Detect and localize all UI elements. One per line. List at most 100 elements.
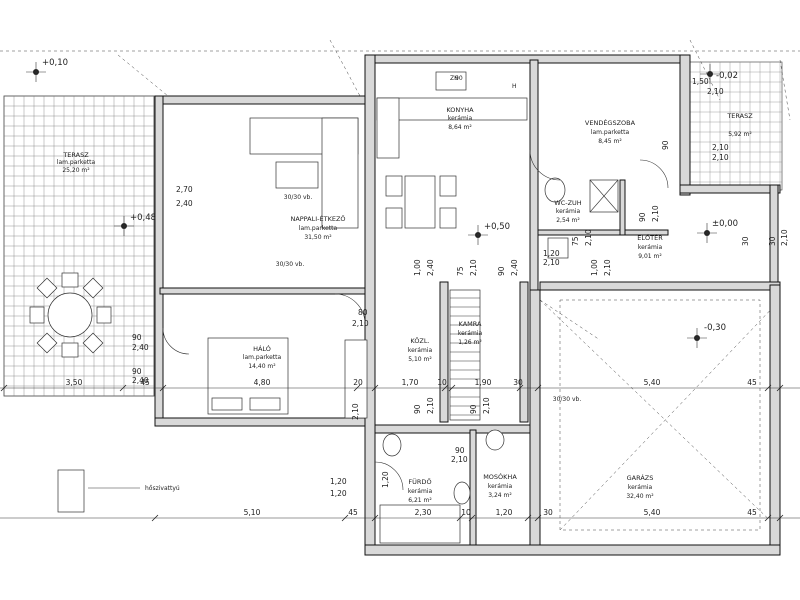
dim-2-10m: 2,10 bbox=[707, 87, 724, 96]
room-terasz-left-area: 25,20 m² bbox=[62, 167, 90, 174]
dim-row1-6: 1,90 bbox=[475, 378, 492, 387]
dim-90d: 90 bbox=[132, 333, 142, 342]
dim-90c: 90 bbox=[661, 140, 670, 150]
level-markers bbox=[26, 62, 720, 348]
room-labels: TERASZ lam.parketta 25,20 m² KONYHA kerá… bbox=[57, 106, 753, 504]
opening-dimensions: 2,70 2,40 1,00 2,40 75 2,10 90 2,40 1,20… bbox=[132, 77, 789, 498]
dim-row1-3: 20 bbox=[353, 378, 363, 387]
dim-30b: 30 bbox=[768, 236, 777, 246]
room-garazs-floor: kerámia bbox=[628, 484, 653, 491]
room-mosokha-name: MOSÓKHA bbox=[483, 472, 517, 481]
zh-label: ZH bbox=[450, 75, 459, 82]
room-eloter-area: 9,01 m² bbox=[638, 253, 662, 260]
dim-2-10k: 2,10 bbox=[482, 397, 491, 414]
left-terrace-tiles bbox=[3, 95, 155, 397]
dim-80: 80 bbox=[358, 308, 368, 317]
dim-row1-5: 10 bbox=[437, 378, 447, 387]
room-kozl-floor: kerámia bbox=[408, 347, 433, 354]
dim-row2-2: 2,30 bbox=[415, 508, 432, 517]
roof-outline bbox=[0, 39, 800, 531]
dim-row1-8: 5,40 bbox=[644, 378, 661, 387]
dim-2-40d: 2,40 bbox=[132, 343, 149, 352]
room-wc-zuh-floor: kerámia bbox=[556, 208, 581, 215]
dim-1-50: 1,50 bbox=[692, 77, 709, 86]
room-vendegszoba-floor: lam.parketta bbox=[591, 129, 630, 136]
room-nappali-name: NAPPALI-ÉTKEZŐ bbox=[290, 214, 345, 223]
room-nappali-floor: lam.parketta bbox=[299, 225, 338, 232]
dim-2-10a: 2,10 bbox=[469, 259, 478, 276]
level-top-left: +0,10 bbox=[42, 58, 68, 68]
room-furdo-floor: kerámia bbox=[408, 488, 433, 495]
room-kamra-area: 1,26 m² bbox=[458, 339, 482, 346]
doors bbox=[162, 149, 669, 491]
dim-row2-6: 5,40 bbox=[644, 508, 661, 517]
room-mosokha-floor: kerámia bbox=[488, 483, 513, 490]
dim-90e: 90 bbox=[132, 367, 142, 376]
dim-2-70: 2,70 bbox=[176, 185, 193, 194]
right-terrace-tiles bbox=[689, 61, 783, 191]
room-mosokha-area: 3,24 m² bbox=[488, 492, 512, 499]
room-furdo-name: FÜRDŐ bbox=[408, 477, 431, 486]
dim-2-10d: 2,10 bbox=[603, 259, 612, 276]
room-garazs-area: 32,40 m² bbox=[626, 493, 654, 500]
dim-row2-1: 45 bbox=[348, 508, 358, 517]
room-eloter-floor: kerámia bbox=[638, 244, 663, 251]
beam-label-3: 30/30 vb. bbox=[553, 396, 582, 403]
room-wc-zuh-name: WC-ZUH bbox=[554, 199, 582, 207]
beam-label-1: 30/30 vb. bbox=[284, 194, 313, 201]
dim-90g: 90 bbox=[455, 446, 465, 455]
dim-row2-0: 5,10 bbox=[244, 508, 261, 517]
heatpump-label: hőszivattyú bbox=[145, 485, 180, 492]
dim-2-10c: 2,10 bbox=[584, 229, 593, 246]
room-nappali-area: 31,50 m² bbox=[304, 234, 332, 241]
dim-2-10b: 2,10 bbox=[543, 258, 560, 267]
dim-1-20d: 1,20 bbox=[381, 471, 390, 488]
level-terrace: +0,48 bbox=[130, 213, 156, 223]
dim-90f: 90 bbox=[413, 404, 422, 414]
dim-90h: 90 bbox=[469, 404, 478, 414]
dim-row1-0: 3,50 bbox=[66, 378, 83, 387]
room-halo-floor: lam.parketta bbox=[243, 354, 282, 361]
room-eloter-name: ELŐTÉR bbox=[637, 233, 663, 242]
dim-row1-4: 1,70 bbox=[402, 378, 419, 387]
dim-row2-5: 30 bbox=[543, 508, 553, 517]
wall-90-label: 90 bbox=[455, 75, 463, 82]
h-label: H bbox=[512, 83, 517, 90]
room-vendegszoba-name: VENDÉGSZOBA bbox=[585, 118, 636, 127]
beam-label-2: 30/30 vb. bbox=[276, 261, 305, 268]
dim-75b: 75 bbox=[571, 236, 580, 246]
room-wc-zuh-area: 2,54 m² bbox=[556, 217, 580, 224]
room-garazs-name: GARÁZS bbox=[627, 473, 654, 482]
dimline-row-2: 5,10 45 2,30 10 1,20 30 5,40 45 bbox=[244, 508, 757, 517]
annotations: 30/30 vb. 30/30 vb. 30/30 vb. hőszivatty… bbox=[145, 75, 581, 492]
dim-1-20c: 1,20 bbox=[330, 489, 347, 498]
dim-2-10j: 2,10 bbox=[451, 455, 468, 464]
room-vendegszoba-area: 8,45 m² bbox=[598, 138, 622, 145]
dim-1-00b: 1,00 bbox=[590, 259, 599, 276]
room-halo-name: HÁLÓ bbox=[253, 344, 271, 353]
dim-2-10f: 2,10 bbox=[712, 143, 729, 152]
dim-row1-2: 4,80 bbox=[254, 378, 271, 387]
room-kamra-floor: kerámia bbox=[458, 330, 483, 337]
dim-1-20a: 1,20 bbox=[543, 249, 560, 258]
dim-90b: 90 bbox=[638, 212, 647, 222]
room-konyha-name: KONYHA bbox=[446, 106, 474, 114]
room-halo-area: 14,40 m² bbox=[248, 363, 276, 370]
room-kozl-area: 5,10 m² bbox=[408, 356, 432, 363]
room-konyha-area: 8,64 m² bbox=[448, 124, 472, 131]
room-kozl-name: KÖZL. bbox=[410, 336, 429, 345]
dimline-row-1: 3,50 45 4,80 20 1,70 10 1,90 30 5,40 45 bbox=[66, 378, 757, 387]
dim-2-10h: 2,10 bbox=[352, 319, 369, 328]
dim-row1-9: 45 bbox=[747, 378, 757, 387]
dim-2-40c: 2,40 bbox=[510, 259, 519, 276]
furniture bbox=[29, 71, 761, 544]
dim-row2-4: 1,20 bbox=[496, 508, 513, 517]
dim-2-10l: 2,10 bbox=[351, 403, 360, 420]
dim-row2-7: 45 bbox=[747, 508, 757, 517]
dim-2-10e: 2,10 bbox=[651, 205, 660, 222]
dim-2-40e: 2,40 bbox=[132, 376, 149, 385]
dim-2-10n: 2,10 bbox=[780, 229, 789, 246]
dim-90a: 90 bbox=[497, 266, 506, 276]
level-living: +0,50 bbox=[484, 222, 510, 232]
